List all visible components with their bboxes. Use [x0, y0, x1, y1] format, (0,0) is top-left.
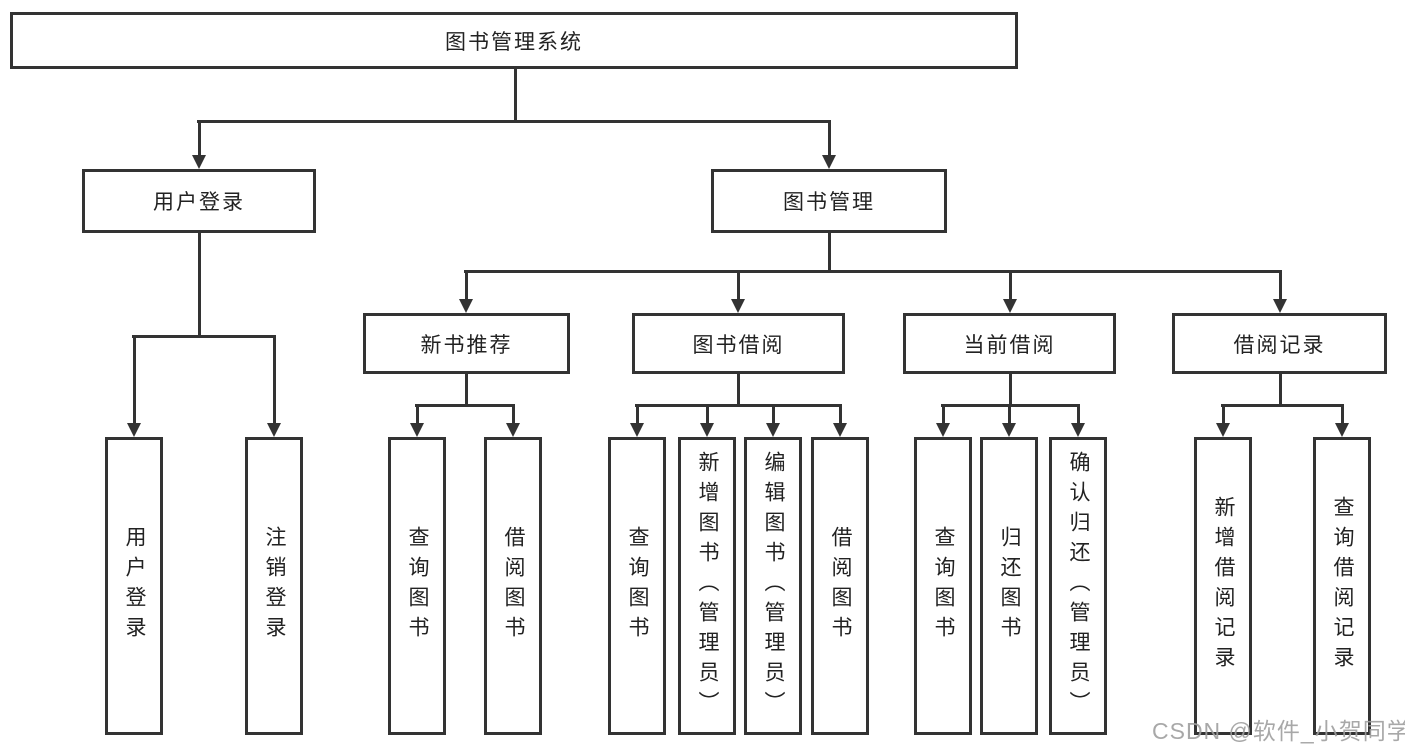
arrow-down-icon — [936, 423, 950, 437]
leaf-query-books-rec: 查询图书 — [388, 437, 446, 735]
leaf-return-book: 归还图书 — [980, 437, 1038, 735]
connector-line — [1077, 404, 1080, 426]
leaf-borrow-books-rec: 借阅图书 — [484, 437, 542, 735]
connector-line — [512, 404, 515, 426]
leaf-confirm-return-admin: 确认归还（管理员） — [1049, 437, 1107, 735]
connector-line — [828, 233, 831, 273]
connector-line — [828, 120, 831, 157]
connector-line — [464, 270, 1282, 273]
connector-line — [197, 120, 831, 123]
node-library-management-system: 图书管理系统 — [10, 12, 1018, 69]
leaf-logout: 注销登录 — [245, 437, 303, 735]
node-book-management: 图书管理 — [711, 169, 947, 233]
connector-line — [1221, 404, 1344, 407]
leaf-add-borrow-record: 新增借阅记录 — [1194, 437, 1252, 735]
arrow-down-icon — [1335, 423, 1349, 437]
leaf-query-books-current: 查询图书 — [914, 437, 972, 735]
leaf-borrow-books: 借阅图书 — [811, 437, 869, 735]
connector-line — [772, 404, 775, 426]
node-borrowing-records: 借阅记录 — [1172, 313, 1387, 374]
connector-line — [198, 120, 201, 157]
node-current-borrowing: 当前借阅 — [903, 313, 1116, 374]
arrow-down-icon — [410, 423, 424, 437]
connector-line — [132, 335, 276, 338]
connector-line — [839, 404, 842, 426]
connector-line — [1279, 270, 1282, 301]
leaf-query-borrow-record: 查询借阅记录 — [1313, 437, 1371, 735]
connector-line — [635, 404, 842, 407]
connector-line — [273, 335, 276, 426]
csdn-watermark: CSDN @软件_小贺同学 — [1152, 718, 1405, 744]
arrow-down-icon — [822, 155, 836, 169]
arrow-down-icon — [833, 423, 847, 437]
arrow-down-icon — [766, 423, 780, 437]
arrow-down-icon — [267, 423, 281, 437]
connector-line — [465, 374, 468, 407]
arrow-down-icon — [731, 299, 745, 313]
connector-line — [942, 404, 945, 426]
node-user-login: 用户登录 — [82, 169, 316, 233]
connector-line — [514, 69, 517, 123]
connector-line — [636, 404, 639, 426]
leaf-edit-book-admin: 编辑图书（管理员） — [744, 437, 802, 735]
connector-line — [1009, 374, 1012, 407]
arrow-down-icon — [192, 155, 206, 169]
connector-line — [1279, 374, 1282, 407]
arrow-down-icon — [459, 299, 473, 313]
connector-line — [133, 335, 136, 426]
arrow-down-icon — [506, 423, 520, 437]
arrow-down-icon — [1003, 299, 1017, 313]
leaf-user-login: 用户登录 — [105, 437, 163, 735]
connector-line — [1222, 404, 1225, 426]
connector-line — [706, 404, 709, 426]
arrow-down-icon — [1216, 423, 1230, 437]
connector-line — [198, 233, 201, 338]
node-new-book-recommendation: 新书推荐 — [363, 313, 570, 374]
arrow-down-icon — [1071, 423, 1085, 437]
arrow-down-icon — [1273, 299, 1287, 313]
connector-line — [737, 270, 740, 301]
leaf-query-books-borrow: 查询图书 — [608, 437, 666, 735]
arrow-down-icon — [700, 423, 714, 437]
arrow-down-icon — [630, 423, 644, 437]
node-book-borrowing: 图书借阅 — [632, 313, 845, 374]
connector-line — [416, 404, 419, 426]
leaf-add-book-admin: 新增图书（管理员） — [678, 437, 736, 735]
arrow-down-icon — [127, 423, 141, 437]
connector-line — [415, 404, 515, 407]
connector-line — [737, 374, 740, 407]
connector-line — [465, 270, 468, 301]
connector-line — [1008, 404, 1011, 426]
arrow-down-icon — [1002, 423, 1016, 437]
connector-line — [1341, 404, 1344, 426]
connector-line — [1009, 270, 1012, 301]
